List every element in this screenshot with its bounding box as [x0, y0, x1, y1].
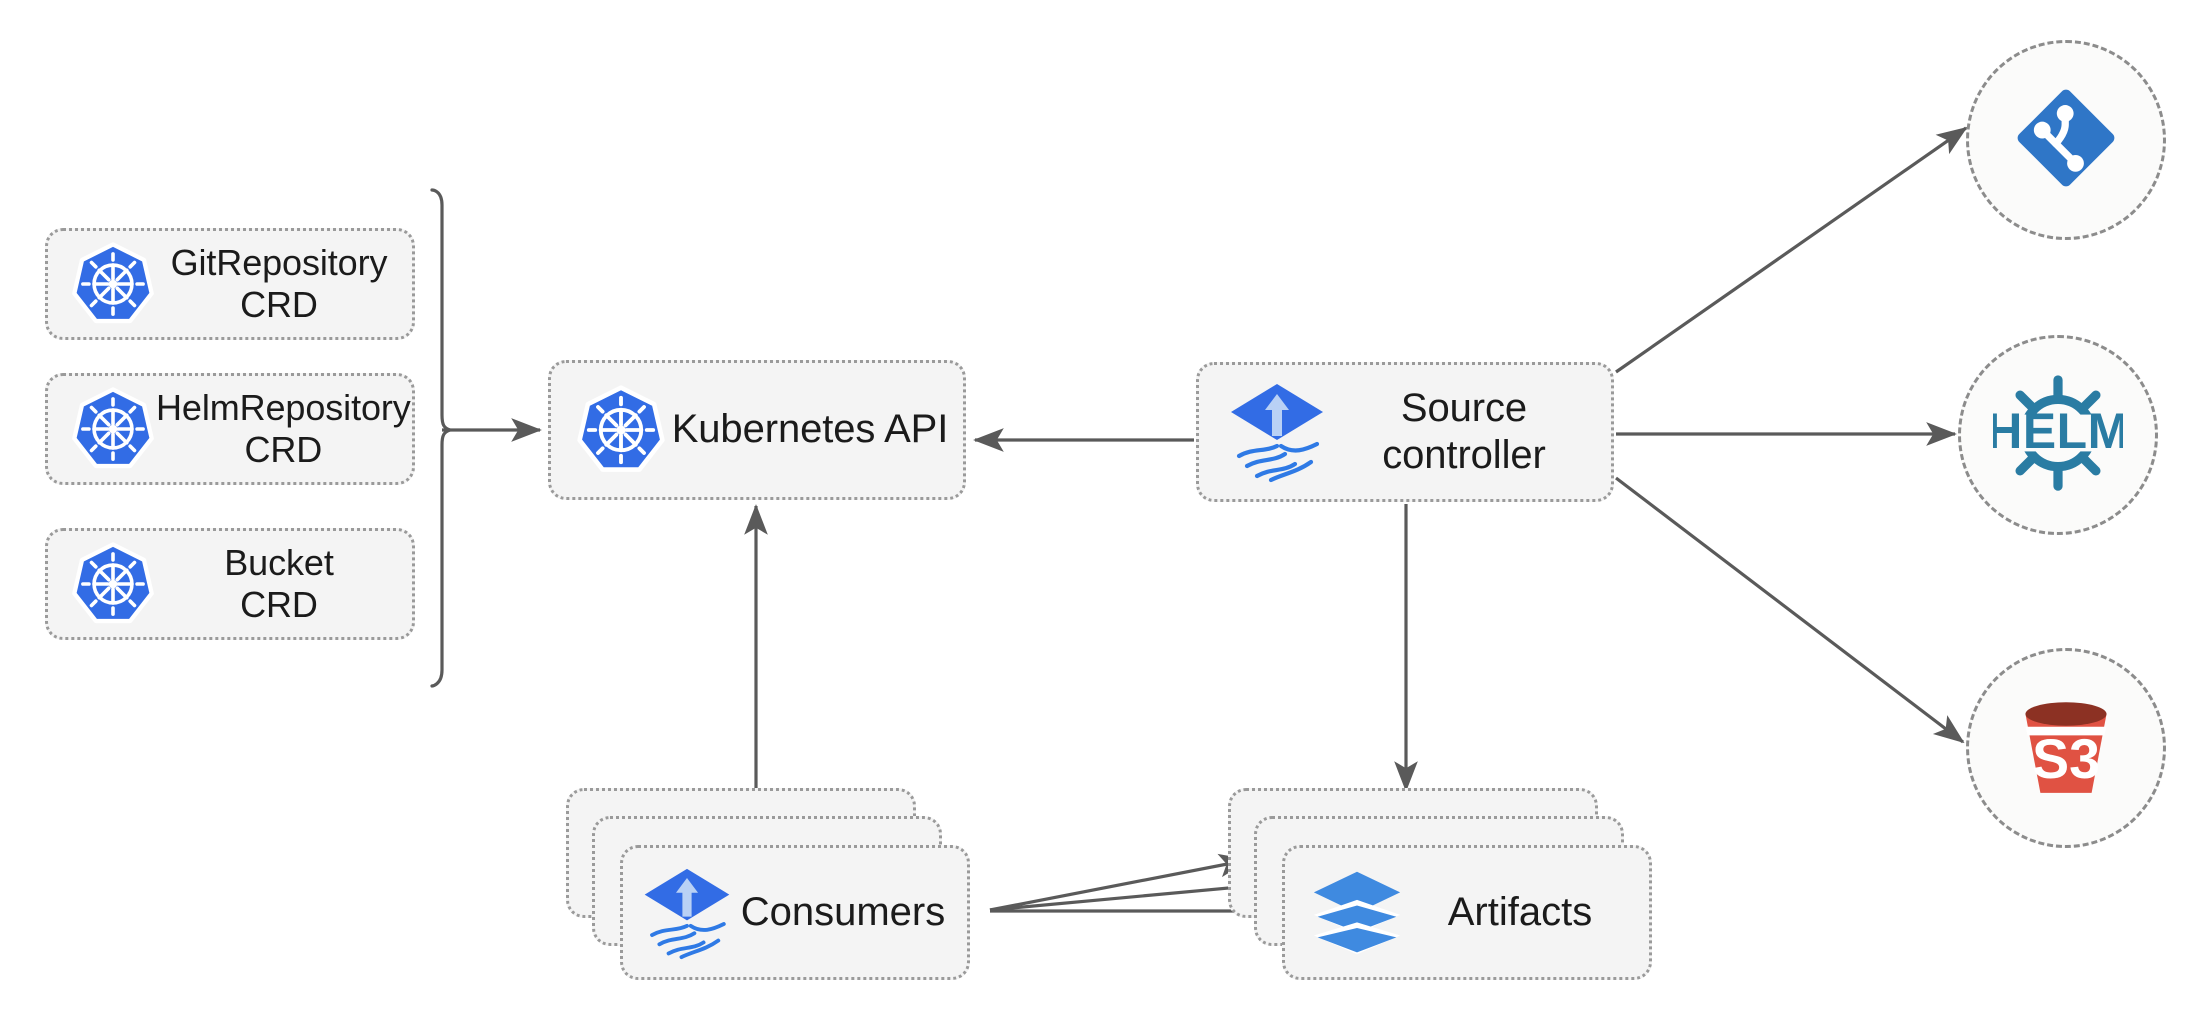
node-label: Consumers	[740, 890, 946, 934]
node-source-controller[interactable]: Source controller	[1196, 362, 1614, 502]
layers-icon	[1309, 868, 1405, 958]
helm-icon: HELM	[1986, 368, 2129, 503]
kubernetes-icon	[70, 241, 156, 327]
edge-source-controller-to-git	[1615, 126, 1968, 374]
crd-card-bucket[interactable]: Bucket CRD	[45, 528, 415, 640]
edge-source-controller-to-s3	[1615, 476, 1965, 744]
edge-consumers-to-artifacts-back	[989, 853, 1250, 912]
node-label: Source controller	[1382, 385, 1546, 477]
flux-icon	[1227, 380, 1327, 484]
kubernetes-icon	[70, 386, 156, 472]
external-source-helm[interactable]: HELM	[1958, 335, 2158, 535]
git-icon	[2010, 82, 2122, 199]
crd-label: HelmRepository CRD	[156, 386, 411, 470]
crd-label: Bucket CRD	[224, 541, 334, 625]
node-label: Artifacts	[1447, 890, 1593, 934]
s3-bucket-icon: S3	[2002, 682, 2130, 815]
s3-label: S3	[2032, 728, 2100, 790]
crd-card-helmrepository[interactable]: HelmRepository CRD	[45, 373, 415, 485]
crd-card-gitrepository[interactable]: GitRepository CRD	[45, 228, 415, 340]
helm-label: HELM	[1993, 403, 2123, 459]
node-artifacts[interactable]: Artifacts	[1228, 788, 1652, 988]
crd-label: GitRepository CRD	[170, 241, 388, 325]
node-kubernetes-api[interactable]: Kubernetes API	[548, 360, 966, 500]
flux-icon	[641, 865, 733, 961]
node-consumers[interactable]: Consumers	[566, 788, 970, 988]
external-source-s3[interactable]: S3	[1966, 648, 2166, 848]
artifacts-card-front[interactable]: Artifacts	[1282, 845, 1652, 980]
external-source-git[interactable]	[1966, 40, 2166, 240]
kubernetes-icon	[70, 541, 156, 627]
consumers-card-front[interactable]: Consumers	[620, 845, 970, 980]
node-label: Kubernetes API	[671, 407, 949, 452]
kubernetes-icon	[575, 384, 667, 476]
